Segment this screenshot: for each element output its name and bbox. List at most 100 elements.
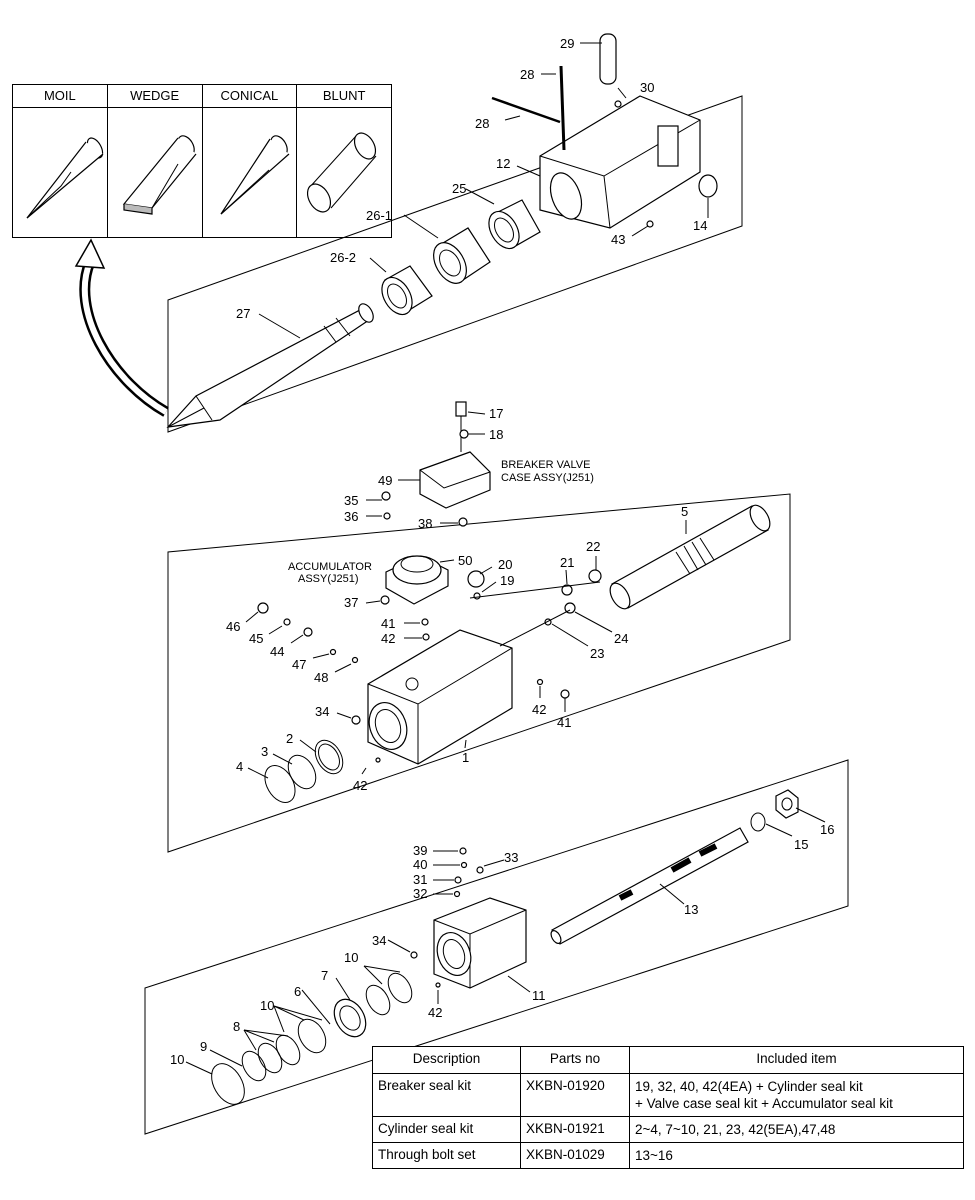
back-head-part-11	[433, 897, 527, 989]
cylinder-part-1	[367, 629, 513, 765]
callout-16: 16	[820, 822, 834, 837]
callout-24: 24	[614, 631, 628, 646]
kit-description: Through bolt set	[372, 1142, 521, 1169]
plug-part-43	[646, 220, 654, 228]
table-header-row: Description Parts no Included item	[372, 1046, 964, 1074]
callout-28: 28	[520, 67, 534, 82]
callout-19: 19	[500, 573, 514, 588]
column-header: Description	[372, 1046, 521, 1074]
tool-conical: CONICAL	[201, 85, 297, 237]
callout-12: 12	[496, 156, 510, 171]
callout-34: 34	[372, 933, 386, 948]
callout-9: 9	[200, 1039, 207, 1054]
callout-34: 34	[315, 704, 329, 719]
callout-40: 40	[413, 857, 427, 872]
callout-18: 18	[489, 427, 503, 442]
tool-type-arrow	[74, 238, 169, 417]
callout-42: 42	[428, 1005, 442, 1020]
nut-part-16	[775, 789, 799, 819]
callout-26-2: 26-2	[330, 250, 356, 265]
tool-name: BLUNT	[297, 85, 391, 108]
callout-41: 41	[557, 715, 571, 730]
seal-rings-parts-2-4	[264, 739, 344, 803]
kit-included-items: 2~4, 7~10, 21, 23, 42(5EA),47,48	[629, 1116, 964, 1143]
section-front-head	[167, 95, 743, 433]
valve-case-assy-label: CASE ASSY(J251)	[501, 472, 594, 484]
table-row: Through bolt set XKBN-01029 13~16	[372, 1142, 964, 1169]
callout-10: 10	[260, 998, 274, 1013]
callout-1: 1	[462, 750, 469, 765]
callout-21: 21	[560, 555, 574, 570]
tool-blunt: BLUNT	[296, 85, 391, 237]
callout-31: 31	[413, 872, 427, 887]
callout-36: 36	[344, 509, 358, 524]
piston-part-5	[609, 504, 771, 610]
callout-22: 22	[586, 539, 600, 554]
bolt-part-17	[455, 401, 467, 452]
assembly-labels: BREAKER VALVE CASE ASSY(J251) ACCUMULATO…	[288, 459, 594, 585]
rod-pin-part-29	[599, 33, 617, 85]
callout-11: 11	[532, 988, 546, 1003]
kit-parts-no: XKBN-01921	[520, 1116, 630, 1143]
callout-23: 23	[590, 646, 604, 661]
callout-41: 41	[381, 616, 395, 631]
callout-14: 14	[693, 218, 707, 233]
callout-32: 32	[413, 886, 427, 901]
section-cylinder	[167, 493, 791, 853]
accumulator-part-50	[385, 555, 449, 605]
kit-description: Cylinder seal kit	[372, 1116, 521, 1143]
callout-2: 2	[286, 731, 293, 746]
included-line: + Valve case seal kit + Accumulator seal…	[635, 1096, 893, 1111]
callout-44: 44	[270, 644, 284, 659]
callout-10: 10	[344, 950, 358, 965]
callout-15: 15	[794, 837, 808, 852]
callout-46: 46	[226, 619, 240, 634]
bushing-part-26-1	[433, 227, 491, 284]
callout-48: 48	[314, 670, 328, 685]
callout-27: 27	[236, 306, 250, 321]
accumulator-assy-label: ACCUMULATOR	[288, 561, 372, 573]
table-row: Breaker seal kit XKBN-01920 19, 32, 40, …	[372, 1073, 964, 1117]
bushing-part-25	[488, 199, 541, 250]
seal-rings-parts-6-10	[211, 972, 413, 1105]
callout-30: 30	[640, 80, 654, 95]
callout-5: 5	[681, 504, 688, 519]
moil-tool-icon	[26, 137, 104, 219]
column-header: Parts no	[520, 1046, 630, 1074]
included-line: 2~4, 7~10, 21, 23, 42(5EA),47,48	[635, 1122, 836, 1137]
tool-name: WEDGE	[107, 85, 202, 108]
kit-included-items: 13~16	[629, 1142, 964, 1169]
through-bolt-part-13	[550, 827, 749, 945]
section-back-head	[144, 759, 849, 1135]
callout-42: 42	[532, 702, 546, 717]
callout-49: 49	[378, 473, 392, 488]
valve-case-assy-label: BREAKER VALVE	[501, 459, 590, 471]
callout-33: 33	[504, 850, 518, 865]
kit-parts-no: XKBN-01920	[520, 1073, 630, 1117]
tool-wedge: WEDGE	[106, 85, 202, 237]
included-line: 13~16	[635, 1148, 673, 1163]
small-parts-back-head	[410, 847, 484, 988]
conical-tool-icon	[219, 135, 289, 215]
included-line: 19, 32, 40, 42(4EA) + Cylinder seal kit	[635, 1079, 863, 1094]
callout-8: 8	[233, 1019, 240, 1034]
callout-50: 50	[458, 553, 472, 568]
callout-28: 28	[475, 116, 489, 131]
washer-part-15	[750, 812, 766, 832]
tool-types-panel: MOIL WEDGE CONICAL	[12, 84, 392, 238]
callout-35: 35	[344, 493, 358, 508]
front-head-part-12	[539, 95, 701, 229]
tool-moil: MOIL	[13, 85, 107, 237]
callout-13: 13	[684, 902, 698, 917]
callout-25: 25	[452, 181, 466, 196]
callout-38: 38	[418, 516, 432, 531]
callout-42: 42	[353, 778, 367, 793]
chisel-part-27	[166, 303, 374, 428]
small-parts-cylinder	[257, 429, 602, 763]
seal-kit-table: Description Parts no Included item Break…	[372, 1046, 964, 1169]
callout-26-1: 26-1	[366, 208, 392, 223]
tool-name: CONICAL	[202, 85, 297, 108]
callout-39: 39	[413, 843, 427, 858]
callout-45: 45	[249, 631, 263, 646]
callout-20: 20	[498, 557, 512, 572]
